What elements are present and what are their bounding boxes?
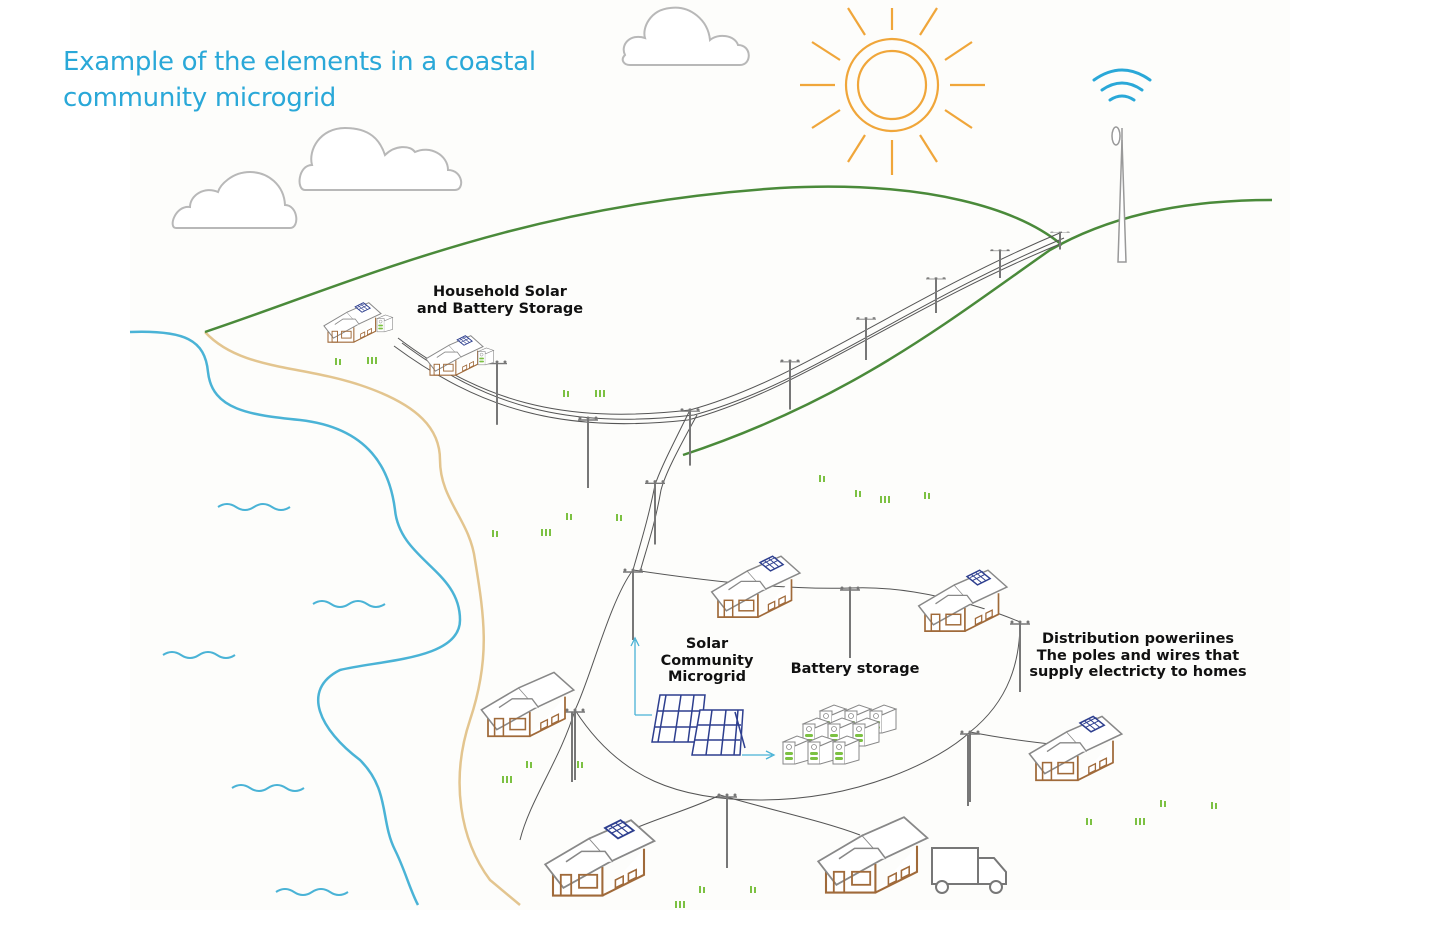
battery-label-line: Battery storage xyxy=(790,661,920,677)
household-solar-label: Household Solar and Battery Storage xyxy=(410,284,590,317)
hill-front xyxy=(682,198,1273,457)
flow-arrows xyxy=(630,636,776,760)
distribution-label-line: The poles and wires that xyxy=(1036,647,1240,664)
sand-shoreline xyxy=(204,331,521,906)
battery-storage-label: Battery storage xyxy=(785,661,925,678)
truck-icon xyxy=(931,847,1007,894)
wind-turbine-icon xyxy=(1111,126,1127,263)
waves xyxy=(162,503,386,896)
solar-panel-icon xyxy=(651,694,746,756)
battery-icon xyxy=(376,314,393,333)
household-label-line: and Battery Storage xyxy=(416,300,584,317)
community-label-line: Community xyxy=(660,652,754,669)
page-title: Example of the elements in a coastal xyxy=(63,47,536,77)
community-label-line: Solar xyxy=(685,636,729,652)
hill-back xyxy=(204,185,1063,334)
water-shoreline xyxy=(129,330,462,906)
household-label-line: Household Solar xyxy=(433,284,567,300)
cloud-icon xyxy=(171,170,298,229)
solar-community-microgrid-label: Solar Community Microgrid xyxy=(652,636,762,686)
cloud-icon xyxy=(298,126,463,191)
page-title-line-2: community microgrid xyxy=(63,83,336,113)
transmission-lines xyxy=(393,231,1065,573)
distribution-label-line: Distribution poweriines xyxy=(1041,631,1235,647)
distribution-powerlines-label: Distribution poweriines The poles and wi… xyxy=(1023,631,1253,681)
sun-icon xyxy=(800,7,985,175)
distribution-label-line: supply electricty to homes xyxy=(1029,664,1247,680)
battery-icon xyxy=(477,347,494,366)
cloud-icon xyxy=(621,6,750,66)
community-label-line: Microgrid xyxy=(668,669,746,685)
wifi-icon xyxy=(1092,68,1152,102)
